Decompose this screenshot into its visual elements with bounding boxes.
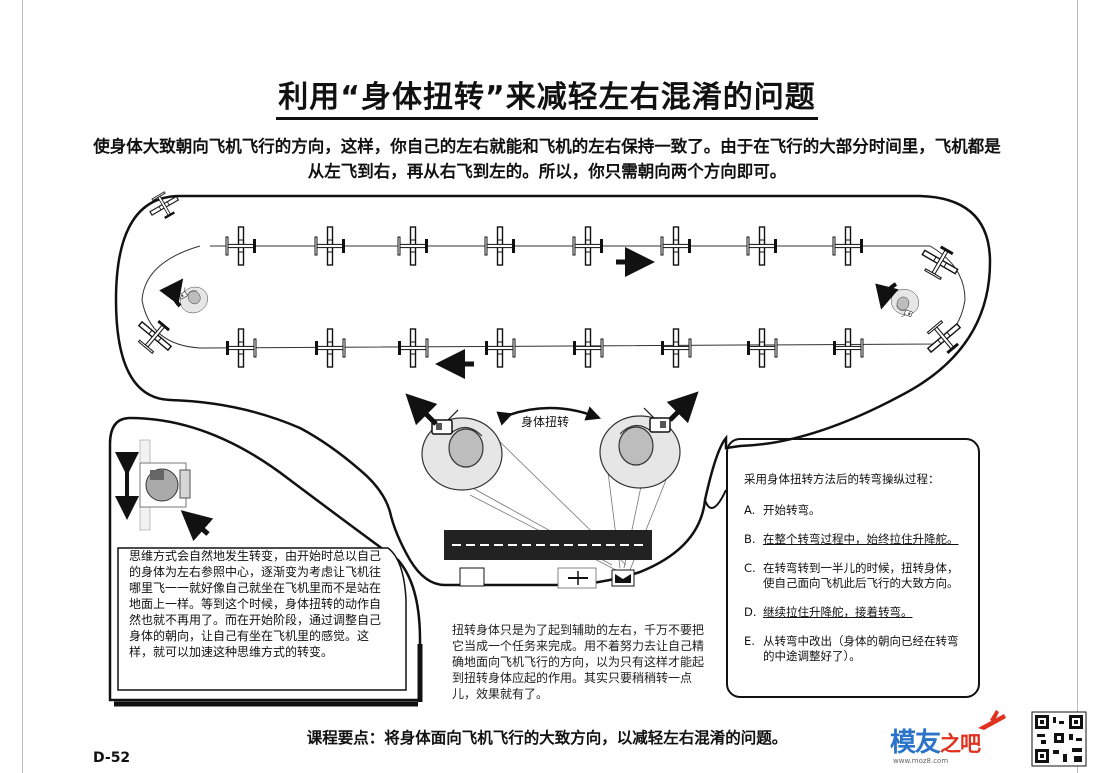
airplanes-bottom-row xyxy=(225,328,864,368)
right-turn-arrow xyxy=(875,282,899,310)
turn-procedure-box: 采用身体扭转方法后的转弯操纵过程： A. 开始转弯。 B. 在整个转弯过程中，始… xyxy=(726,438,980,698)
left-text-box xyxy=(117,547,407,691)
left-turn-arrow xyxy=(159,278,184,308)
page-title: 利用“身体扭转”来减轻左右混淆的问题 xyxy=(0,72,1094,120)
step-b: B. 在整个转弯过程中，始终拉住升降舵。 xyxy=(744,532,959,546)
intro-paragraph: 使身体大致朝向飞机飞行的方向，这样，你自己的左右就能和飞机的左右保持一致了。由于… xyxy=(93,137,1001,181)
pilot-left-turn xyxy=(173,279,213,319)
page-number: D-52 xyxy=(93,750,131,766)
step-a: A. 开始转弯。 xyxy=(744,503,821,517)
step-d: D. 继续拉住升降舵，接着转弯。 xyxy=(744,605,913,619)
lesson-summary: 课程要点：将身体面向飞机飞行的大致方向，以减轻左右混淆的问题。 xyxy=(306,729,788,747)
qr-code xyxy=(1031,711,1087,767)
pilot-left-arrow xyxy=(405,393,438,426)
flight-path xyxy=(141,245,966,349)
airplanes-turning xyxy=(130,187,969,363)
body-turn-arc xyxy=(496,406,602,426)
turn-procedure-heading: 采用身体扭转方法后的转弯操纵过程： xyxy=(744,472,940,486)
middle-explanation-text: 扭转身体只是为了起到辅助的左右，千万不要把它当成一个任务来完成。用不着努力去让自… xyxy=(452,623,705,701)
runway xyxy=(444,530,652,589)
pilot-right-facing xyxy=(599,407,681,489)
watermark-url: www.moz8.com xyxy=(893,757,949,765)
lower-left-outline xyxy=(108,416,422,702)
cockpit-view xyxy=(115,439,214,542)
pilot-right-turn xyxy=(886,285,923,322)
step-e: E. 从转弯中改出（身体的朝向已经在转弯的中途调整好了）。 xyxy=(744,634,959,663)
step-c: C. 在转弯转到一半儿的时候，扭转身体，使自己面向飞机此后飞行的大致方向。 xyxy=(744,561,959,590)
left-explanation-text: 思维方式会自然地发生转变，由开始时总以自己的身体为左右参照中心，逐渐变为考虑让飞… xyxy=(129,549,382,659)
watermark-plane-icon xyxy=(978,710,1006,730)
pilot-right-arrow xyxy=(666,391,699,424)
body-turn-label: 身体扭转 xyxy=(521,415,570,429)
watermark-logo: 模友之吧 xyxy=(890,728,981,758)
page-frame xyxy=(22,0,1078,773)
